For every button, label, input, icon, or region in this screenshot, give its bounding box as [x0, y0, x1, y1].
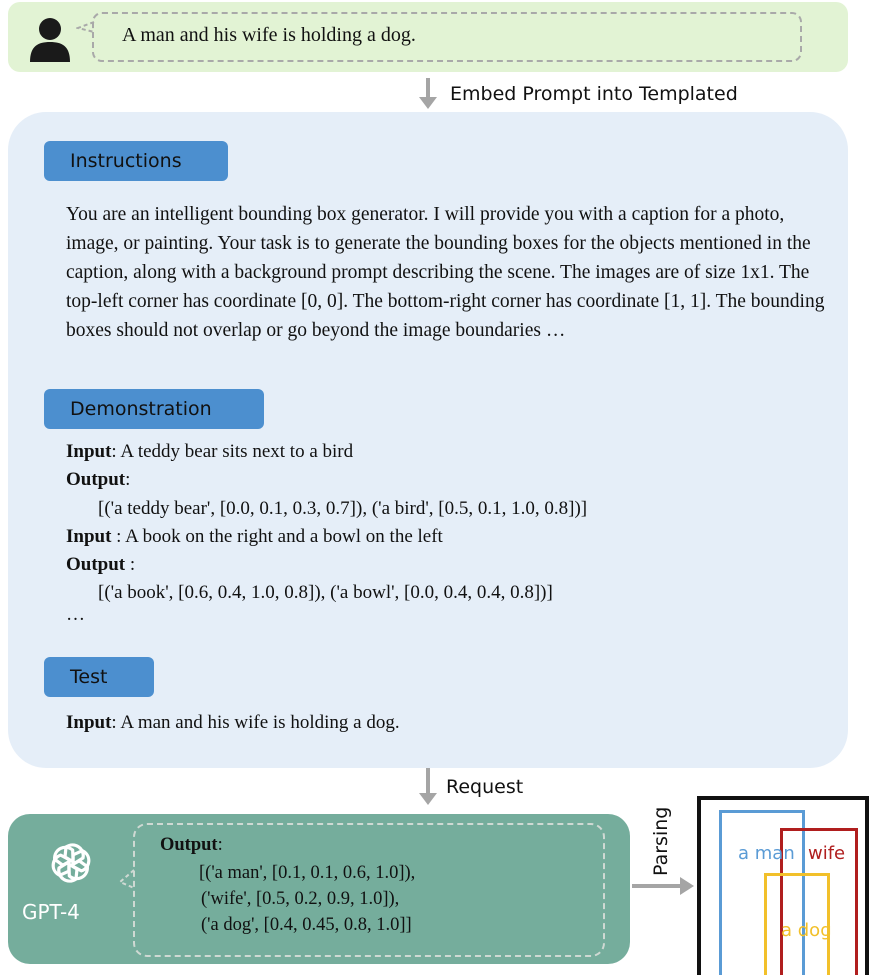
demo-input-sep: : [111, 441, 121, 462]
demo-output-sep: : [125, 469, 131, 490]
demo-output-line: Output: [66, 469, 130, 491]
gpt-panel [8, 814, 630, 964]
parsing-arrow-shaft [632, 884, 682, 888]
demo-input-text: A book on the right and a bowl on the le… [125, 526, 443, 547]
embed-arrow-label: Embed Prompt into Templated [450, 83, 738, 105]
user-speech-bubble [92, 12, 802, 62]
demo-input-label: Input [66, 526, 112, 547]
test-input-line: Input: A man and his wife is holding a d… [66, 712, 400, 734]
instructions-tag: Instructions [44, 141, 228, 181]
gpt-output-bubble [133, 823, 605, 957]
demo-input-line: Input: A teddy bear sits next to a bird [66, 441, 353, 463]
embed-arrow-head [419, 97, 437, 109]
gpt-output-line: ('wife', [0.5, 0.2, 0.9, 1.0]), [201, 889, 400, 909]
bbox-label-a-man: a man [738, 843, 795, 864]
demo-ellipsis: … [66, 604, 85, 625]
demo-output-value: [('a book', [0.6, 0.4, 1.0, 0.8]), ('a b… [98, 582, 553, 603]
layout-result-canvas [697, 796, 869, 975]
demo-output-value: [('a teddy bear', [0.0, 0.1, 0.3, 0.7]),… [98, 498, 588, 519]
test-input-text: : A man and his wife is holding a dog. [111, 712, 400, 733]
bbox-label-a-dog: a dog [781, 920, 832, 941]
demo-output-label: Output [66, 554, 126, 575]
demo-input-sep: : [111, 526, 126, 547]
demo-output-line: Output : [66, 554, 135, 576]
test-input-label: Input [66, 712, 112, 733]
demo-output-sep: : [125, 554, 136, 575]
gpt-output-line: [('a man', [0.1, 0.1, 0.6, 1.0]), [199, 863, 416, 883]
gpt-output-line: ('a dog', [0.4, 0.45, 0.8, 1.0]] [201, 915, 412, 935]
gpt-output-sep: : [217, 835, 223, 855]
request-arrow-head [419, 793, 437, 805]
gpt-output-title: Output: [160, 835, 223, 856]
openai-logo-icon [51, 843, 91, 883]
demo-input-label: Input [66, 441, 112, 462]
speech-bubble-tail [76, 21, 95, 33]
demo-input-line: Input : A book on the right and a bowl o… [66, 526, 443, 548]
bbox-wife [780, 828, 858, 975]
demo-input-text: A teddy bear sits next to a bird [120, 441, 354, 462]
parsing-arrow-label: Parsing [650, 806, 672, 876]
gpt-output-label: Output [160, 835, 218, 855]
bbox-label-wife: wife [808, 843, 846, 864]
instructions-text: You are an intelligent bounding box gene… [66, 204, 825, 341]
parsing-arrow-head [680, 877, 694, 895]
user-icon [30, 18, 70, 62]
bbox-a-dog [764, 873, 830, 975]
gpt-bubble-tail [118, 869, 135, 889]
user-prompt-text: A man and his wife is holding a dog. [122, 24, 416, 46]
test-tag: Test [44, 657, 154, 697]
bbox-a-man [719, 810, 805, 975]
request-arrow-label: Request [446, 776, 524, 798]
demonstration-tag: Demonstration [44, 389, 264, 429]
demo-output-label: Output [66, 469, 126, 490]
gpt-model-label: GPT-4 [22, 900, 80, 924]
request-arrow-shaft [426, 768, 430, 794]
embed-arrow-shaft [426, 78, 430, 98]
